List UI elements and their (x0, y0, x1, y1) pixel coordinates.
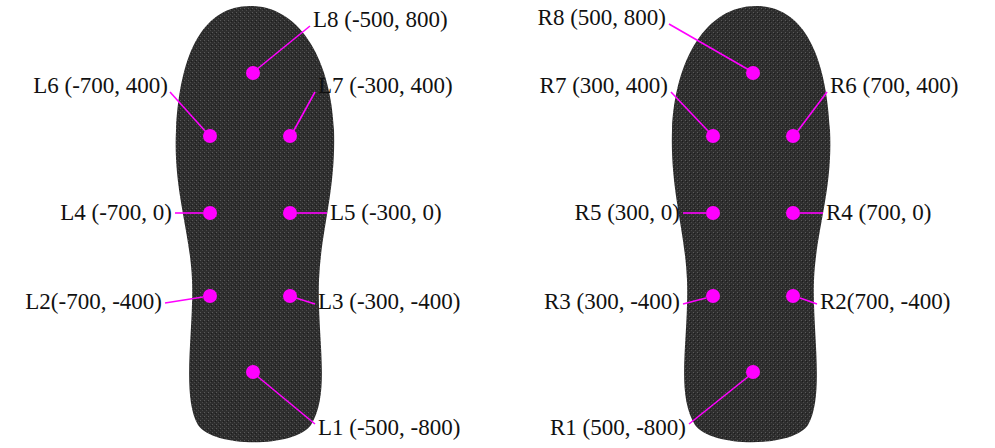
sensor-dot (746, 66, 760, 80)
sensor-label: L4 (-700, 0) (60, 199, 172, 227)
sensor-dot (246, 365, 260, 379)
leader-line (800, 298, 817, 304)
leader-lines (165, 24, 827, 424)
leader-line (296, 298, 315, 304)
sensor-dot (283, 129, 297, 143)
leader-line (683, 298, 706, 304)
leader-line (175, 212, 203, 214)
leader-line (671, 92, 709, 132)
leader-line (797, 92, 827, 132)
sensor-label: R2(700, -400) (820, 288, 950, 316)
sensor-dot (706, 129, 720, 143)
leader-line (165, 297, 203, 303)
sensor-dot (203, 206, 217, 220)
right-insole (672, 6, 831, 442)
leader-line (669, 24, 749, 70)
sensor-dots (203, 66, 800, 379)
sensor-label: L2(-700, -400) (25, 288, 162, 316)
sensor-dot (706, 289, 720, 303)
leader-line (689, 376, 749, 424)
leader-line (256, 26, 310, 70)
leader-line (170, 92, 206, 132)
sensor-label: R6 (700, 400) (830, 72, 958, 100)
sensor-label: L3 (-300, -400) (318, 288, 460, 316)
leader-line (683, 212, 706, 214)
leader-line (257, 376, 315, 424)
sensor-dot (246, 66, 260, 80)
sensor-dot (203, 289, 217, 303)
leader-line (293, 92, 315, 132)
sensor-label: R1 (500, -800) (550, 414, 686, 442)
sensor-dot (786, 129, 800, 143)
leader-line (297, 212, 327, 214)
sensor-dot (706, 206, 720, 220)
sensor-dot (786, 289, 800, 303)
sensor-dot (283, 206, 297, 220)
sensor-label: R4 (700, 0) (826, 199, 931, 227)
sensor-dot (746, 365, 760, 379)
sensor-label: R8 (500, 800) (538, 4, 666, 32)
sensor-dot (786, 206, 800, 220)
sensor-label: L6 (-700, 400) (33, 72, 168, 100)
sensor-dot (203, 129, 217, 143)
sensor-label: R7 (300, 400) (540, 72, 668, 100)
leader-line (800, 212, 823, 214)
sensor-label: L5 (-300, 0) (330, 199, 442, 227)
sensor-label: L1 (-500, -800) (318, 414, 460, 442)
sensor-label: R5 (300, 0) (575, 199, 680, 227)
sensor-label: L8 (-500, 800) (313, 6, 448, 34)
sensor-label: R3 (300, -400) (544, 288, 680, 316)
left-insole (176, 6, 335, 442)
sensor-label: L7 (-300, 400) (318, 72, 453, 100)
sensor-dot (283, 289, 297, 303)
